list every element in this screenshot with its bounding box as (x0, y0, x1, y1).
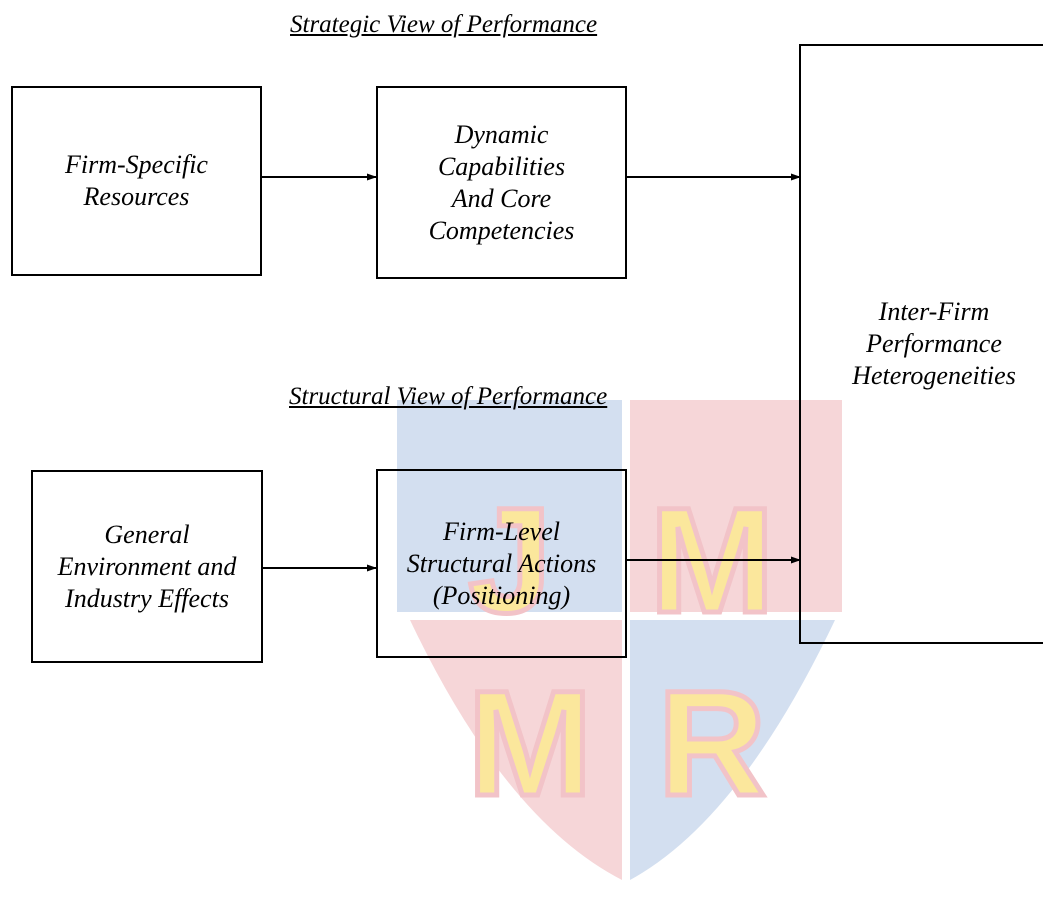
watermark-letter-r: R (658, 659, 766, 827)
shield-quadrant-bottom-left (410, 620, 622, 880)
strategic-view-heading: Strategic View of Performance (290, 11, 598, 38)
watermark-letter-j: J (468, 476, 551, 644)
firm-specific-resources-label: Firm-Specific Resources (65, 150, 208, 211)
firm-specific-resources-box: Firm-Specific Resources (11, 86, 262, 276)
shield-quadrant-bottom-right (630, 620, 835, 880)
general-environment-box: General Environment and Industry Effects (31, 470, 263, 663)
firm-level-actions-label: Firm-Level Structural Actions (Positioni… (406, 516, 597, 610)
general-environment-label: General Environment and Industry Effects (57, 519, 237, 613)
dynamic-capabilities-label: Dynamic Capabilities And Core Competenci… (428, 119, 575, 245)
inter-firm-performance-label: Inter-Firm Performance Heterogeneities (852, 297, 1016, 390)
firm-level-actions-box: Firm-Level Structural Actions (Positioni… (376, 469, 627, 658)
dynamic-capabilities-box: Dynamic Capabilities And Core Competenci… (376, 86, 627, 279)
inter-firm-performance-box: Inter-Firm Performance Heterogeneities (799, 44, 1043, 644)
watermark-letter-m-bottom: M (468, 659, 593, 827)
structural-view-heading: Structural View of Performance (289, 383, 608, 410)
shield-quadrant-top-left (397, 400, 622, 612)
